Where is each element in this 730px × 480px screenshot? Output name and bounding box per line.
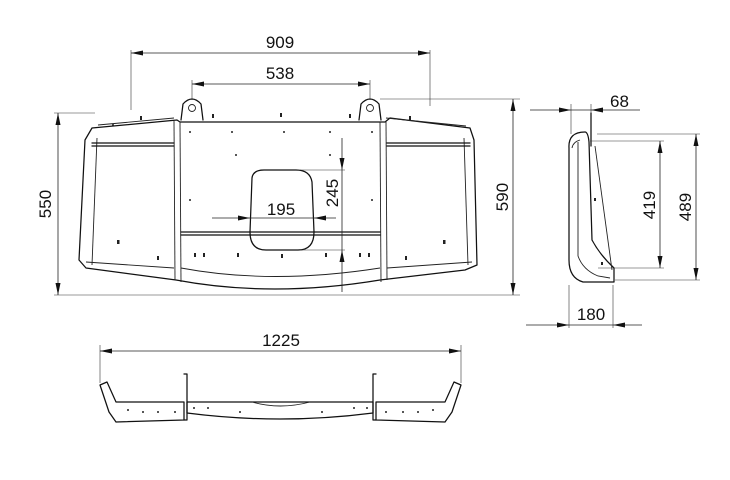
side-top-offset-label: 68 xyxy=(610,92,629,111)
front-cutout-height-label: 245 xyxy=(323,179,342,207)
top-view-left-post xyxy=(183,373,188,421)
top-view-center-section xyxy=(186,401,374,420)
side-inner-height-label: 419 xyxy=(640,191,659,219)
front-view-dimensions: 909 538 550 590 245 195 xyxy=(36,33,520,296)
front-view-outline xyxy=(78,117,478,290)
side-view-hole xyxy=(594,198,596,201)
side-view-bottom-hole xyxy=(601,262,603,265)
front-view-top-edge xyxy=(97,117,467,127)
left-lifting-lug xyxy=(180,98,204,121)
top-view-right-wing xyxy=(375,381,462,423)
side-view-inner-edge xyxy=(571,139,581,149)
central-cutout xyxy=(249,169,315,251)
top-view-right-post xyxy=(372,373,377,421)
bottom-overall-width-label: 1225 xyxy=(262,331,300,350)
side-view-back-face xyxy=(594,145,613,271)
top-view-holes xyxy=(127,407,434,413)
side-view-inner-line xyxy=(577,142,611,279)
left-lifting-lug-hole xyxy=(188,104,196,112)
right-panel-divider-inner xyxy=(379,121,382,283)
front-view xyxy=(78,98,478,290)
side-depth-label: 180 xyxy=(577,305,605,324)
top-view xyxy=(99,373,462,423)
front-lug-spacing-label: 538 xyxy=(266,64,294,83)
front-cutout-width-label: 195 xyxy=(267,200,295,219)
top-view-dimensions: 1225 xyxy=(99,331,462,383)
bottom-rails xyxy=(85,261,473,277)
right-lifting-lug-hole xyxy=(366,104,374,112)
side-outer-height-label: 489 xyxy=(676,193,695,221)
upper-right-rail xyxy=(386,142,471,147)
top-view-left-wing xyxy=(99,381,185,423)
mounting-holes xyxy=(112,113,451,260)
middle-rail xyxy=(180,231,381,236)
side-view xyxy=(568,112,615,283)
top-view-center-cutout xyxy=(251,401,311,407)
left-wing-fold-line xyxy=(91,137,98,266)
front-right-height-label: 590 xyxy=(493,183,512,211)
left-panel-divider-inner xyxy=(179,121,182,283)
right-lifting-lug xyxy=(358,98,382,121)
right-panel-divider-outer xyxy=(385,120,388,281)
side-view-outline xyxy=(568,131,615,283)
upper-left-rail xyxy=(91,142,175,147)
front-left-height-label: 550 xyxy=(36,190,55,218)
left-panel-divider-outer xyxy=(173,120,176,281)
right-wing-fold-line xyxy=(463,137,469,266)
front-overall-width-label: 909 xyxy=(266,33,294,52)
side-view-dimensions: 68 419 489 180 xyxy=(526,92,700,328)
